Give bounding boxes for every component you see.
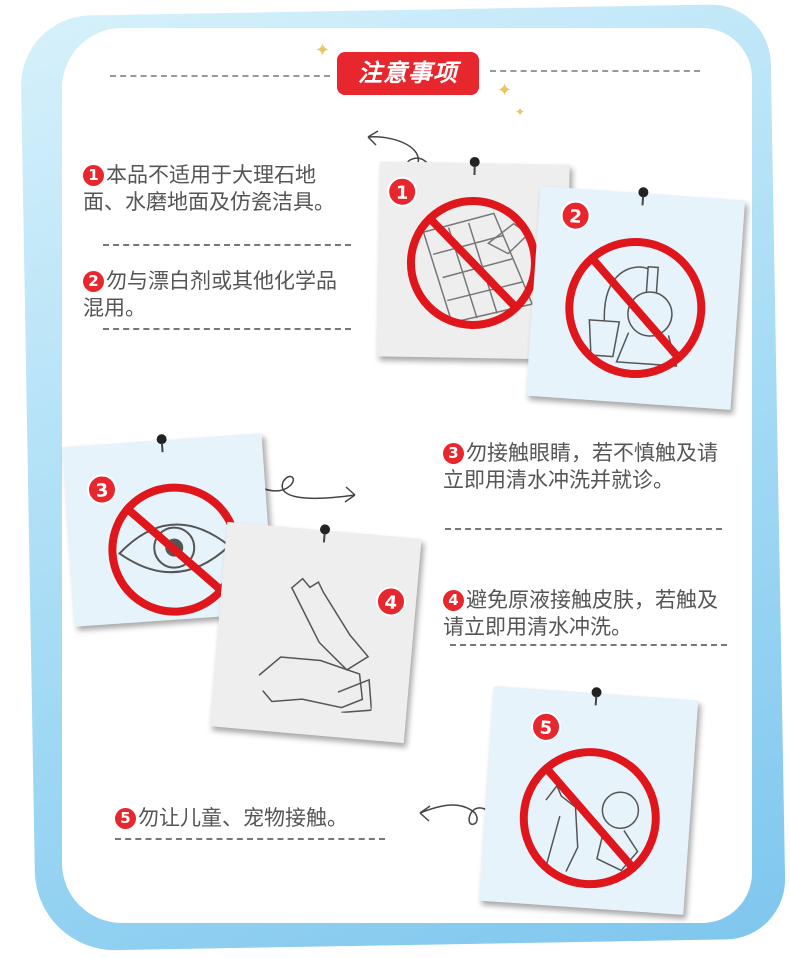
precaution-text: 避免原液接触皮肤，若触及请立即用清水冲洗。 [443, 588, 718, 639]
pin-icon [590, 686, 602, 698]
precaution-text: 勿与漂白剂或其他化学品混用。 [83, 269, 337, 320]
pin-icon [469, 156, 480, 168]
card-chemicals: 2 [525, 186, 746, 410]
decorative-dashed-line [110, 75, 330, 77]
sparkle-icon: ✦ [497, 80, 513, 101]
precaution-text: 本品不适用于大理石地面、水磨地面及仿瓷洁具。 [83, 163, 335, 214]
decorative-dashed-line [490, 70, 700, 72]
pin-icon [637, 186, 649, 198]
page-title: 注意事项 [337, 52, 479, 95]
number-badge: 2 [83, 271, 104, 292]
precaution-text: 勿让儿童、宠物接触。 [138, 806, 348, 830]
child-pet-icon [519, 748, 660, 889]
divider [103, 328, 351, 330]
divider [115, 838, 385, 840]
number-badge: 3 [443, 443, 464, 464]
card-number-badge: 2 [559, 199, 592, 232]
pin-icon [319, 523, 330, 535]
gloves-icon [258, 577, 373, 714]
divider [450, 644, 727, 646]
number-badge: 1 [83, 165, 104, 186]
marble-floor-icon [406, 196, 539, 329]
number-badge: 4 [443, 590, 464, 611]
sparkle-icon: ✦ [515, 105, 526, 119]
curved-arrow-icon [419, 804, 506, 831]
sparkle-icon: ✦ [315, 40, 331, 61]
divider [103, 244, 351, 246]
card-gloves: 4 [209, 521, 422, 744]
card-child-pet: 5 [478, 686, 699, 915]
card-number-badge: 5 [530, 710, 563, 743]
precaution-text: 勿接触眼睛，若不慎触及请立即用清水冲洗并就诊。 [443, 441, 718, 492]
number-badge: 5 [115, 808, 136, 829]
pin-icon [156, 433, 167, 445]
divider [445, 528, 722, 530]
chemicals-icon [565, 238, 706, 379]
